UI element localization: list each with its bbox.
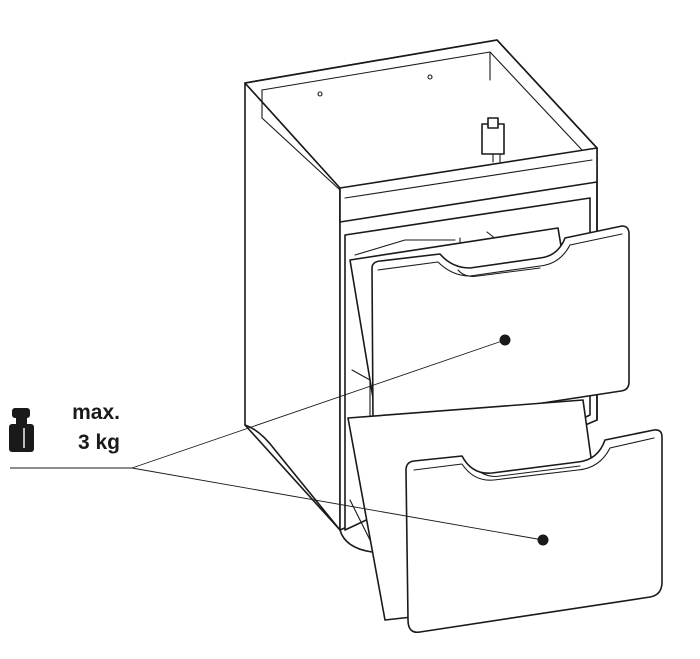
top-rim [244,39,598,149]
load-limit-label: max. 3 kg [52,398,120,458]
load-callout [10,334,549,546]
lower-drawer-front [405,429,663,634]
lower-drawer-load-point [537,534,549,546]
upper-drawer-load-point [499,334,511,346]
plinth-curve [244,424,373,553]
hanging-bracket [481,117,505,163]
lower-drawer [347,399,663,634]
callout-line-lower [131,467,544,541]
load-limit-line2: 3 kg [77,431,120,454]
weight-icon [9,408,34,452]
screw-hole [317,91,323,97]
load-limit-line1: max. [72,401,120,424]
callout-line-upper [131,339,506,469]
screw-hole [427,74,433,80]
